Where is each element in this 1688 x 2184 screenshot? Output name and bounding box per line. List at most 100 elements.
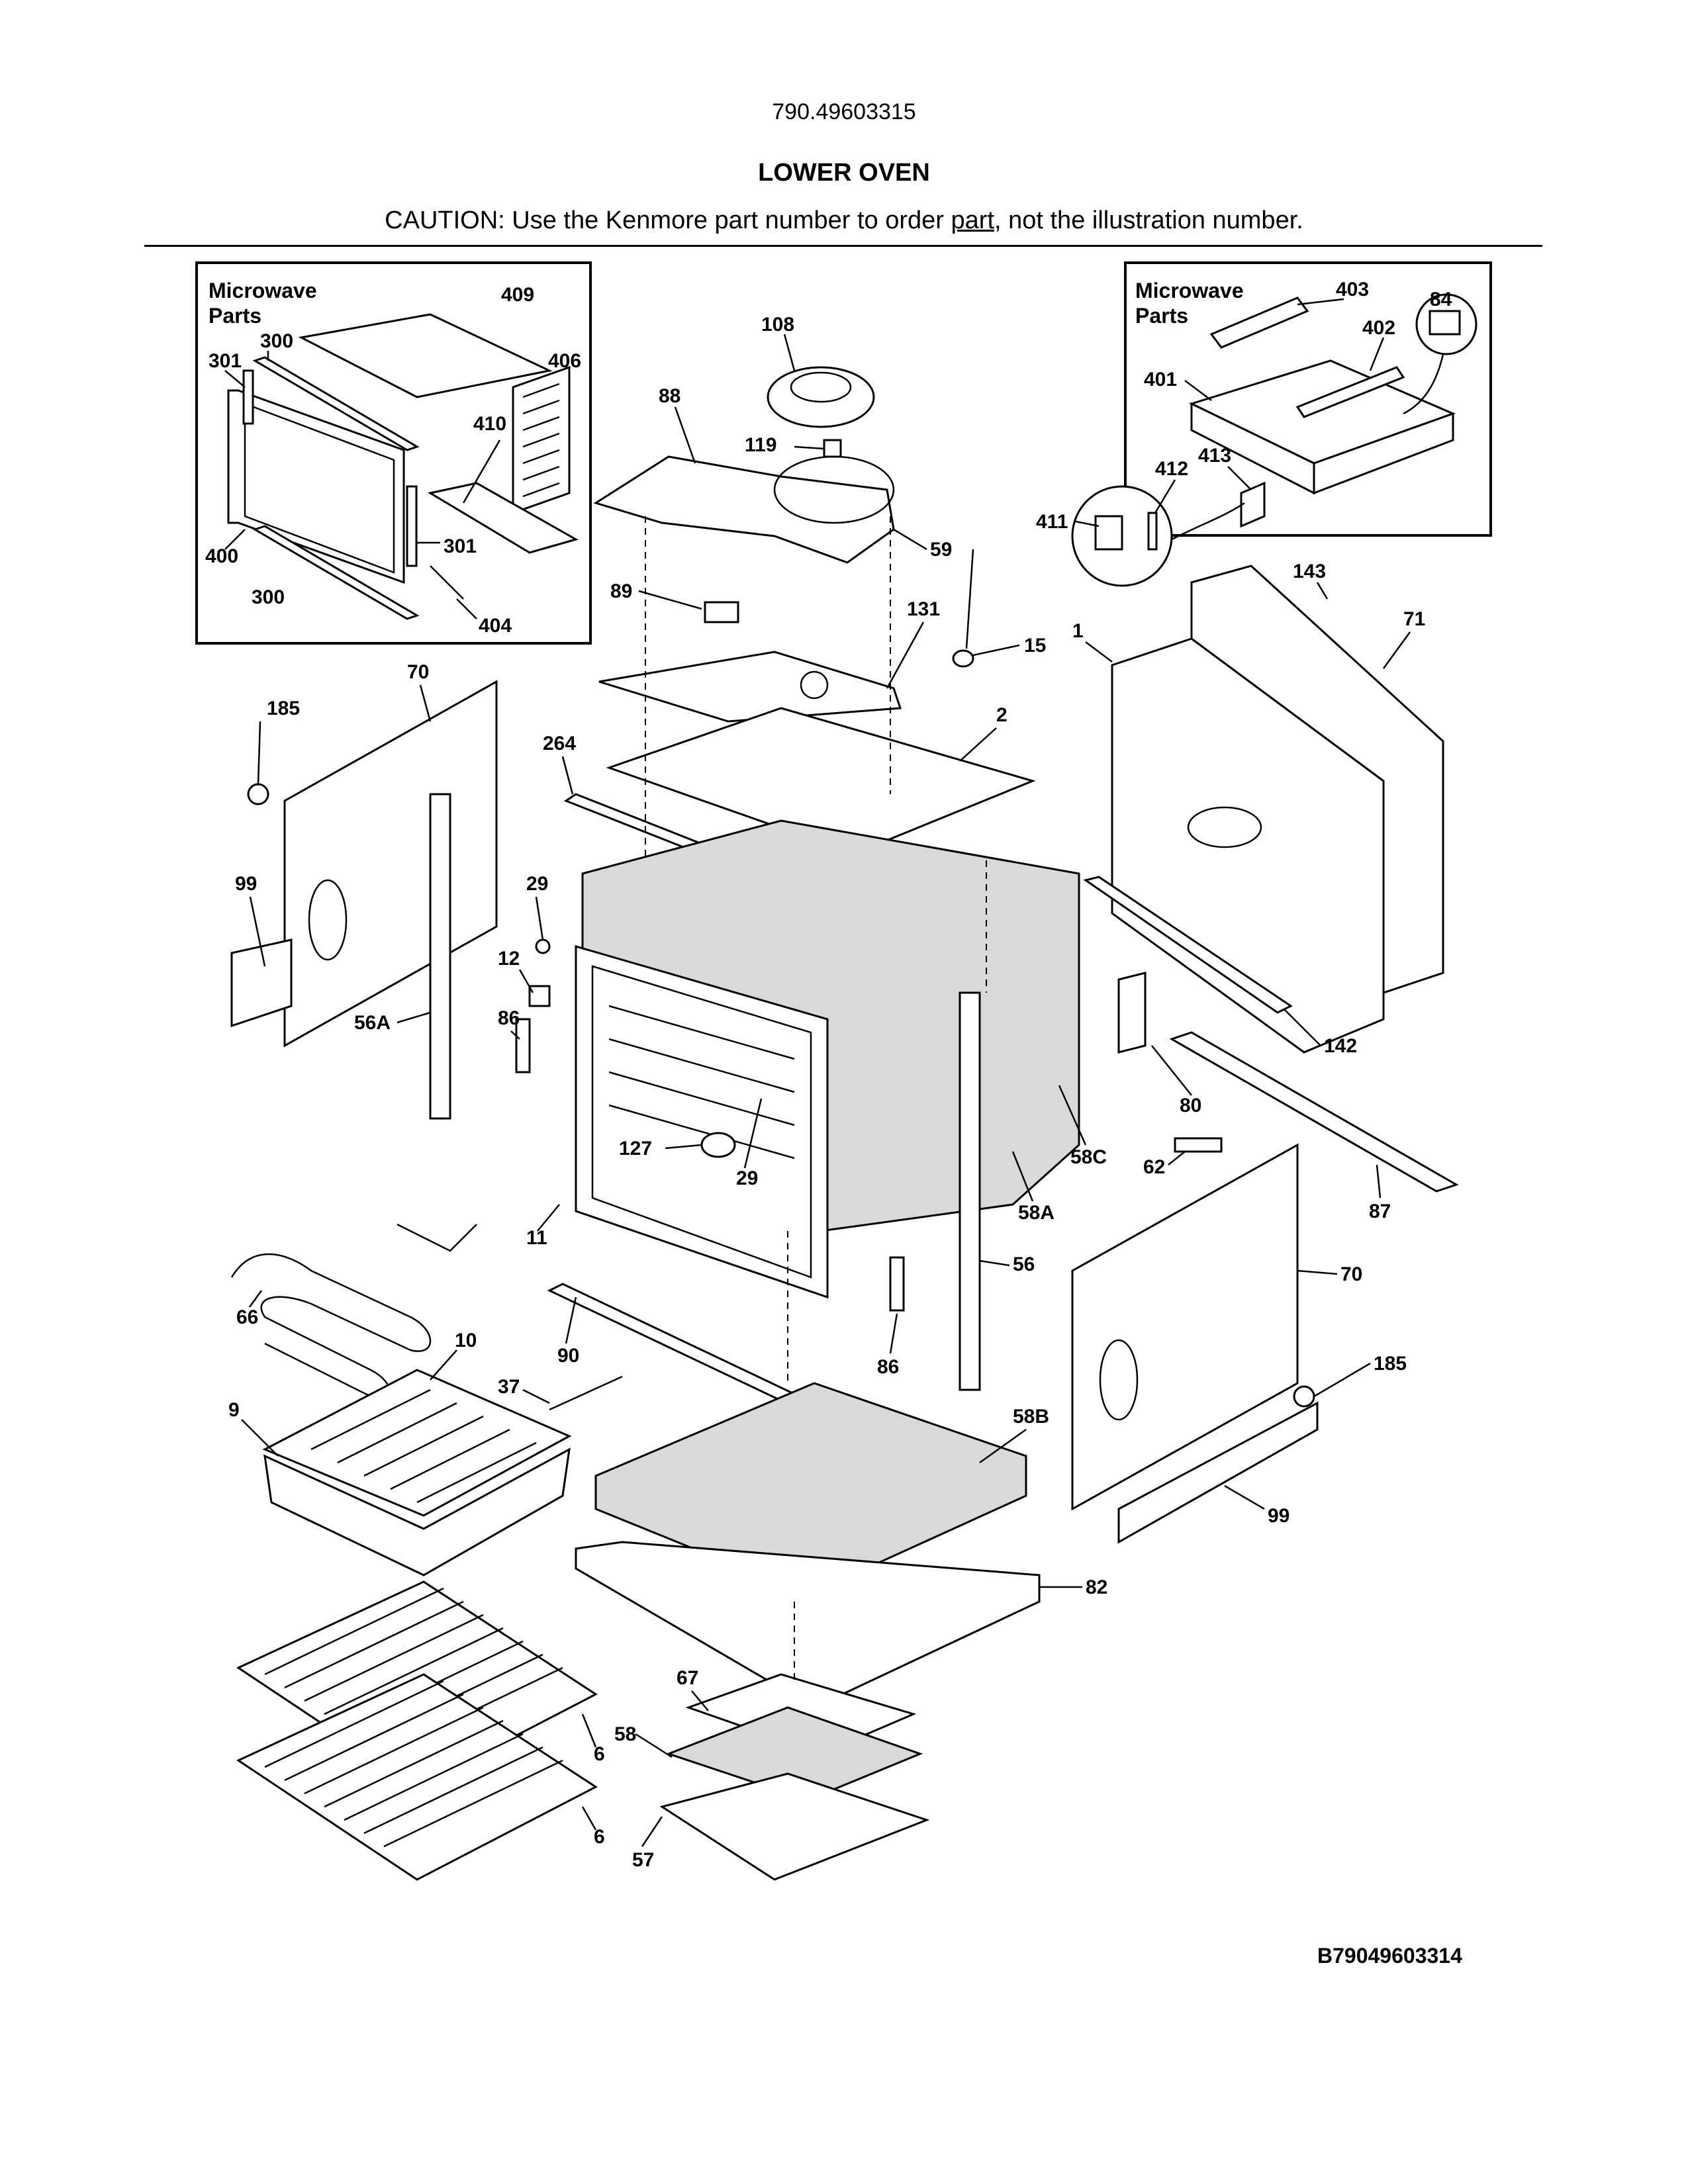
part-11-door-opening xyxy=(591,965,812,1279)
part-99-bracket-right xyxy=(1117,1401,1319,1544)
part-86-hinge-right xyxy=(889,1256,905,1312)
part-11-cavity-front xyxy=(575,945,829,1299)
part-411-switch xyxy=(1094,515,1123,551)
box-left-title-2: Parts xyxy=(209,304,261,328)
callout-86-left: 86 xyxy=(498,1007,520,1029)
callout-10: 10 xyxy=(455,1330,477,1351)
callout-15: 15 xyxy=(1024,635,1046,657)
part-9-broil-pan xyxy=(263,1447,571,1576)
part-70-side-panel-left xyxy=(283,680,498,1048)
callout-70-right: 70 xyxy=(1340,1263,1362,1285)
part-58B-bottom-insulation xyxy=(594,1382,1027,1596)
part-413-bracket xyxy=(1240,481,1266,528)
part-62-terminal xyxy=(1174,1137,1223,1153)
callout-84: 84 xyxy=(1430,289,1452,310)
part-80-hinge xyxy=(1117,972,1147,1054)
callout-300-top: 300 xyxy=(260,330,293,352)
part-300-bottom-rail xyxy=(252,525,420,620)
part-400-door-inner xyxy=(244,402,395,574)
callout-87: 87 xyxy=(1369,1201,1391,1222)
part-401-chassis-side xyxy=(1313,412,1454,495)
callout-58B: 58B xyxy=(1013,1406,1049,1428)
part-185-knob-left xyxy=(247,783,269,805)
callout-301-bottom: 301 xyxy=(444,535,477,557)
part-301-post-right xyxy=(406,485,418,567)
part-99-bracket-left xyxy=(230,938,293,1028)
microwave-parts-box-right: Microwave Parts 403 84 402 401 412 413 4… xyxy=(1036,261,1492,587)
callout-70-left: 70 xyxy=(407,661,429,683)
part-70-side-panel-right xyxy=(1071,1143,1299,1511)
oven-parts xyxy=(230,366,1459,1881)
callout-6-lower: 6 xyxy=(594,1826,605,1848)
box-frame-right xyxy=(1124,261,1492,537)
model-number: 790.49603315 xyxy=(772,99,916,124)
callout-56A: 56A xyxy=(354,1012,391,1034)
callout-2: 2 xyxy=(996,704,1008,726)
callout-119: 119 xyxy=(745,434,776,456)
part-82-bottom-frame xyxy=(575,1541,1041,1709)
part-404-rod xyxy=(430,565,464,600)
callout-406: 406 xyxy=(548,350,581,372)
box-right-title-2: Parts xyxy=(1135,304,1188,328)
callout-264: 264 xyxy=(543,733,576,754)
part-409-panel xyxy=(298,313,553,398)
callout-409: 409 xyxy=(501,284,534,306)
part-12-light xyxy=(528,985,551,1007)
part-87-rail xyxy=(1169,1031,1459,1193)
part-29-screw xyxy=(535,938,551,954)
part-119-sensor xyxy=(823,439,842,458)
callout-401: 401 xyxy=(1144,369,1177,390)
callout-99-right: 99 xyxy=(1268,1505,1289,1527)
part-66-broil-element xyxy=(230,1223,477,1401)
part-84-clip xyxy=(1429,310,1461,336)
part-57-base xyxy=(659,1772,930,1881)
box-right-title-1: Microwave xyxy=(1135,279,1244,302)
part-413-arrow xyxy=(1171,502,1245,541)
callout-185-left: 185 xyxy=(267,698,300,719)
part-406-grille-slats xyxy=(522,383,560,498)
part-403-bracket xyxy=(1209,296,1309,349)
part-56A-trim xyxy=(429,793,451,1120)
callout-1: 1 xyxy=(1072,620,1084,642)
part-6-rack-lower xyxy=(236,1673,598,1881)
caution-part-link[interactable]: part xyxy=(951,206,994,234)
callout-71: 71 xyxy=(1403,608,1425,630)
part-301-post-left xyxy=(242,369,254,425)
callout-56: 56 xyxy=(1013,1253,1035,1275)
part-10-broil-grid xyxy=(262,1369,572,1517)
callout-58A: 58A xyxy=(1018,1202,1055,1224)
callout-58C: 58C xyxy=(1070,1146,1107,1168)
part-410-tray xyxy=(427,482,579,554)
callout-410: 410 xyxy=(473,413,506,435)
callout-11: 11 xyxy=(526,1227,547,1249)
part-84-pointer xyxy=(1403,353,1444,415)
box-left-leaders xyxy=(224,351,501,619)
part-185-knob-right xyxy=(1293,1385,1315,1408)
part-131-hole xyxy=(800,670,829,700)
callout-89: 89 xyxy=(610,580,632,602)
callout-9: 9 xyxy=(228,1399,240,1421)
rack-guides xyxy=(608,1005,795,1160)
callout-29-bottom: 29 xyxy=(736,1167,758,1189)
callout-62: 62 xyxy=(1143,1156,1165,1178)
box-right-leaders xyxy=(1075,298,1385,527)
callout-99-left: 99 xyxy=(235,873,257,895)
callout-300-bottom: 300 xyxy=(252,586,285,608)
caution-suffix: , not the illustration number. xyxy=(994,206,1303,234)
callout-412: 412 xyxy=(1155,458,1188,480)
part-37-sensor-rod xyxy=(549,1375,623,1411)
callout-57: 57 xyxy=(632,1849,654,1871)
callout-6-upper: 6 xyxy=(594,1743,605,1765)
callout-67: 67 xyxy=(677,1667,698,1689)
part-1-vent xyxy=(1187,806,1262,848)
part-412-fuse xyxy=(1147,512,1158,551)
part-10-grid-slots xyxy=(310,1388,537,1504)
callout-131: 131 xyxy=(907,598,940,620)
callout-127: 127 xyxy=(619,1138,652,1160)
callout-88: 88 xyxy=(659,385,680,407)
part-127-fan-blade xyxy=(700,1132,736,1158)
alignment-lines xyxy=(645,516,987,1681)
leaders-middle xyxy=(249,896,1382,1354)
part-88-duct xyxy=(593,455,895,564)
